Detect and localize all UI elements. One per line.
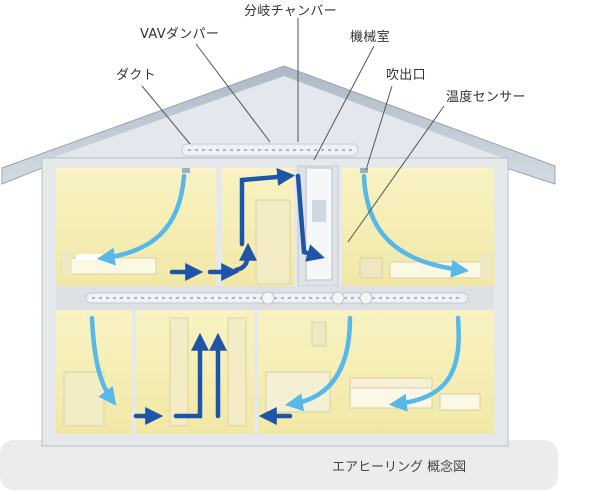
label-branch-chamber: 分岐チャンバー	[244, 4, 337, 19]
airflow-dark	[133, 167, 325, 425]
attic-duct	[181, 143, 359, 157]
ground-shadow	[0, 440, 558, 490]
label-temp-sensor: 温度センサー	[446, 90, 526, 105]
door	[169, 317, 189, 427]
closet	[255, 199, 291, 285]
duct-outlet-icon	[360, 168, 368, 173]
label-duct: ダクト	[116, 68, 156, 83]
diagram-caption: エアヒーリング 概念図	[332, 460, 467, 475]
label-machine-room: 機械室	[350, 30, 390, 45]
cabinet	[63, 371, 105, 427]
machine-room-unit	[305, 167, 333, 281]
label-vav-damper: VAVダンパー	[140, 27, 220, 42]
floor-duct	[85, 291, 469, 305]
door	[227, 317, 247, 427]
airflow-light	[89, 173, 470, 412]
leader-lines	[141, 18, 445, 243]
attic-space	[40, 76, 508, 162]
label-outlet: 吹出口	[386, 68, 426, 83]
duct-outlet-icon	[182, 168, 190, 173]
